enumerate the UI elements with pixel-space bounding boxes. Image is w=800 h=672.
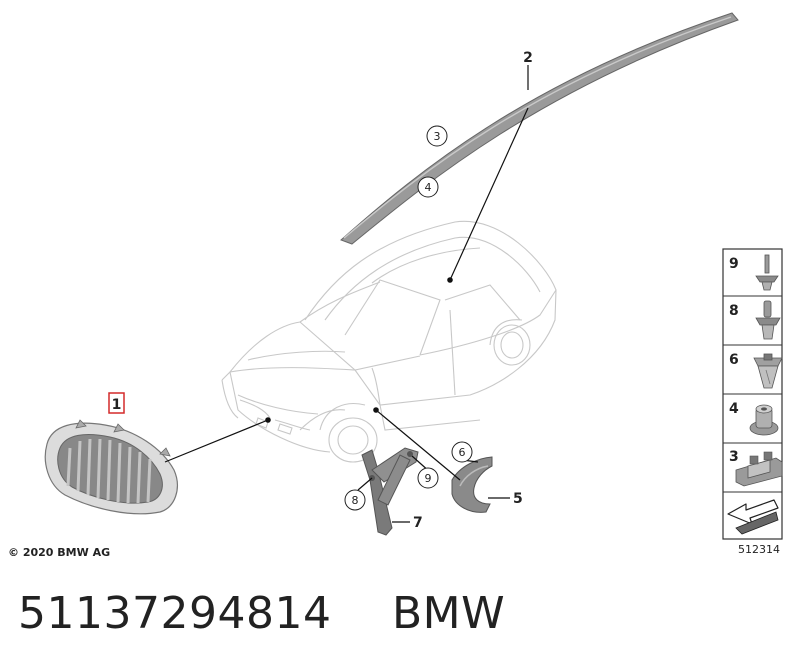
legend-label-4: 4 — [729, 401, 739, 417]
copyright-text: © 2020 BMW AG — [8, 546, 110, 559]
callout-6-label: 6 — [459, 446, 466, 459]
clip-nut-icon — [749, 404, 779, 436]
part-number-footer: 51137294814 BMW — [18, 588, 505, 639]
legend-label-3: 3 — [729, 449, 739, 465]
callout-3-label: 3 — [434, 130, 441, 143]
legend-row-arrow — [727, 499, 779, 535]
legend-label-6: 6 — [729, 352, 739, 368]
callout-6: 6 — [451, 441, 473, 463]
clamp-clip-icon — [735, 451, 783, 487]
callout-1: 1 — [108, 392, 125, 414]
callout-8-label: 8 — [352, 494, 359, 507]
legend-label-9: 9 — [729, 256, 739, 272]
callout-1-label: 1 — [112, 397, 122, 413]
legend-label-8: 8 — [729, 303, 739, 319]
callout-2-label: 2 — [523, 50, 533, 66]
callout-4: 4 — [417, 176, 439, 198]
kidney-grille — [44, 419, 178, 515]
rivet-icon — [755, 254, 779, 291]
fastener-legend: 9 8 6 — [722, 248, 783, 540]
legend-row-3: 3 — [729, 449, 783, 487]
expanding-rivet-icon — [755, 300, 781, 340]
callout-8: 8 — [344, 489, 366, 511]
brand-name: BMW — [391, 588, 506, 639]
legend-row-6: 6 — [729, 352, 783, 389]
leader-lines — [164, 65, 529, 523]
roof-trim-strip — [340, 12, 739, 245]
legend-row-4: 4 — [729, 401, 779, 436]
air-duct-trim — [451, 456, 493, 513]
part-number: 51137294814 — [18, 588, 332, 639]
grille-slats — [66, 438, 152, 504]
legend-row-9: 9 — [729, 254, 779, 291]
arrow-icon — [727, 499, 779, 535]
front-bracket — [361, 447, 419, 536]
callout-5-label: 5 — [513, 491, 523, 507]
callout-3: 3 — [426, 125, 448, 147]
callout-9: 9 — [417, 467, 439, 489]
legend-row-8: 8 — [729, 300, 781, 340]
car-outline — [221, 220, 557, 463]
callout-7-label: 7 — [413, 515, 423, 531]
callout-1-highlight-box — [108, 392, 125, 414]
diagram-id: 512314 — [738, 543, 780, 556]
spring-nut-icon — [753, 353, 783, 389]
callout-9-label: 9 — [425, 472, 432, 485]
callout-4-label: 4 — [425, 181, 432, 194]
